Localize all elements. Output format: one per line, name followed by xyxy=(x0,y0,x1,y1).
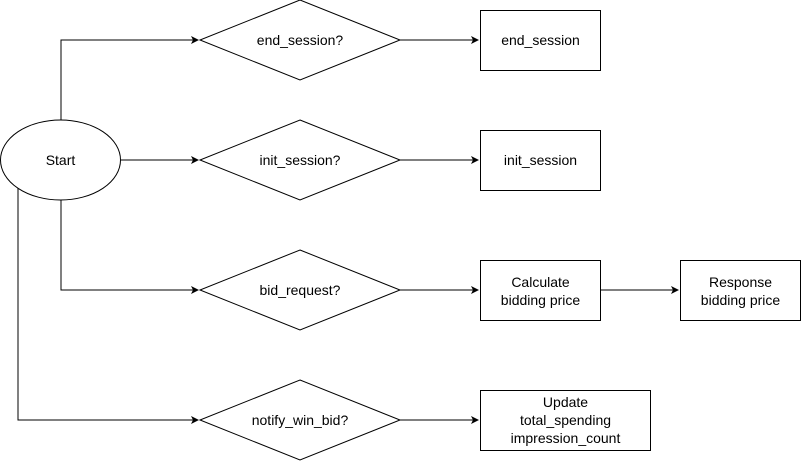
decision-diamond xyxy=(198,379,402,461)
edge-start-to-notify-win-bid-check xyxy=(17,184,199,424)
process-box xyxy=(680,260,801,321)
start-node: Start xyxy=(0,119,121,201)
process-label-line-1: Calculate xyxy=(511,274,570,290)
connectors xyxy=(17,36,679,424)
decision-label: notify_win_bid? xyxy=(252,412,349,428)
process-response-bidding-price: Response bidding price xyxy=(680,260,801,321)
process-label-line-1: Update xyxy=(543,394,588,410)
process-box xyxy=(480,130,601,191)
process-label: init_session xyxy=(504,152,577,168)
process-end-session: end_session xyxy=(480,10,601,71)
decision-diamond xyxy=(198,119,402,201)
edge-start-to-end-session-check xyxy=(60,36,199,120)
decision-label: bid_request? xyxy=(260,282,341,298)
process-label-line-2: bidding price xyxy=(501,292,581,308)
process-box xyxy=(480,10,601,71)
process-box xyxy=(480,260,601,321)
decision-label: init_session? xyxy=(260,152,341,168)
decision-end-session: end_session? xyxy=(198,0,402,81)
decision-diamond xyxy=(198,0,402,81)
process-label: end_session xyxy=(501,32,580,48)
edge-start-to-bid-request-check xyxy=(60,200,199,294)
decision-init-session: init_session? xyxy=(198,119,402,201)
decision-notify-win-bid: notify_win_bid? xyxy=(198,379,402,461)
process-label-line-3: impression_count xyxy=(511,430,621,446)
process-calculate-bidding-price: Calculate bidding price xyxy=(480,260,601,321)
process-label-line-2: bidding price xyxy=(701,292,781,308)
start-label: Start xyxy=(46,152,76,168)
process-init-session: init_session xyxy=(480,130,601,191)
start-ellipse xyxy=(0,119,121,201)
process-box xyxy=(480,390,651,451)
decision-bid-request: bid_request? xyxy=(198,249,402,331)
process-update-stats: Update total_spending impression_count xyxy=(480,390,651,451)
process-label-line-1: Response xyxy=(709,274,772,290)
decision-diamond xyxy=(198,249,402,331)
process-label-line-2: total_spending xyxy=(520,412,611,428)
decision-label: end_session? xyxy=(257,32,344,48)
